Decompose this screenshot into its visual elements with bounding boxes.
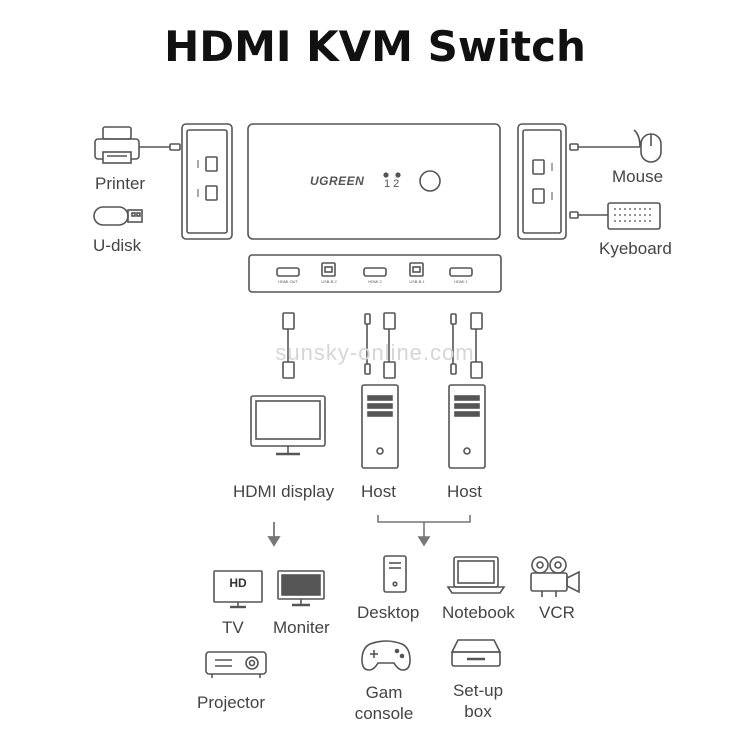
video-camera-icon [530, 556, 580, 597]
switch-back-panel [248, 254, 502, 293]
keyboard-label: Kyeboard [599, 239, 672, 258]
desktop-icon [383, 555, 407, 593]
port-label-hdmi-out: HDMI OUT [278, 279, 298, 284]
switch-left-side [181, 123, 233, 240]
tv-hd-badge: HD [229, 576, 247, 590]
game-console-label-line2: console [354, 704, 414, 723]
host-1-label: Host [361, 482, 396, 501]
display-arrow [267, 522, 281, 547]
page-title: HDMI KVM Switch [164, 22, 586, 71]
game-console-label-line1: Gam [365, 683, 403, 702]
switch-right-side [517, 123, 567, 240]
mouse-icon [569, 129, 662, 163]
mouse-label: Mouse [612, 167, 664, 186]
desktop-label: Desktop [357, 603, 420, 622]
settop-label-line2: box [464, 702, 492, 721]
printer-label: Printer [95, 174, 146, 193]
printer-icon [94, 126, 181, 164]
port-label-hdmi-2: HDMI 2 [368, 279, 382, 284]
projector-label: Projector [197, 693, 266, 712]
vcr-label: VCR [539, 603, 575, 622]
host-2-label: Host [447, 482, 482, 501]
usb-drive-icon [93, 206, 143, 226]
host-bracket-arrow [377, 515, 471, 547]
udisk-label: U-disk [93, 236, 142, 255]
port-label-usb-b-2: USB-B 2 [321, 279, 337, 284]
hdmi-display-icon [250, 395, 326, 456]
cables [282, 312, 483, 379]
set-top-box-icon [450, 639, 502, 667]
watermark: sunsky-online.com [275, 340, 475, 365]
tv-icon [213, 570, 263, 609]
host-2-tower-icon [448, 384, 486, 469]
brand-logo: UGREEN [310, 174, 365, 188]
port-label-hdmi-1: HDMI 1 [454, 279, 468, 284]
tv-label: TV [222, 618, 244, 637]
led-labels: 1 2 [384, 178, 400, 190]
keyboard-icon [569, 202, 661, 230]
monitor-icon [277, 570, 325, 607]
port-label-usb-b-1: USB-B 1 [409, 279, 425, 284]
hdmi-display-label: HDMI display [233, 482, 335, 501]
monitor-label: Moniter [273, 618, 330, 637]
game-controller-icon [361, 640, 411, 671]
notebook-label: Notebook [442, 603, 515, 622]
settop-label-line1: Set-up [452, 681, 504, 700]
projector-icon [205, 651, 267, 678]
notebook-icon [446, 556, 506, 594]
host-1-tower-icon [361, 384, 399, 469]
switch-front-panel [247, 123, 501, 240]
